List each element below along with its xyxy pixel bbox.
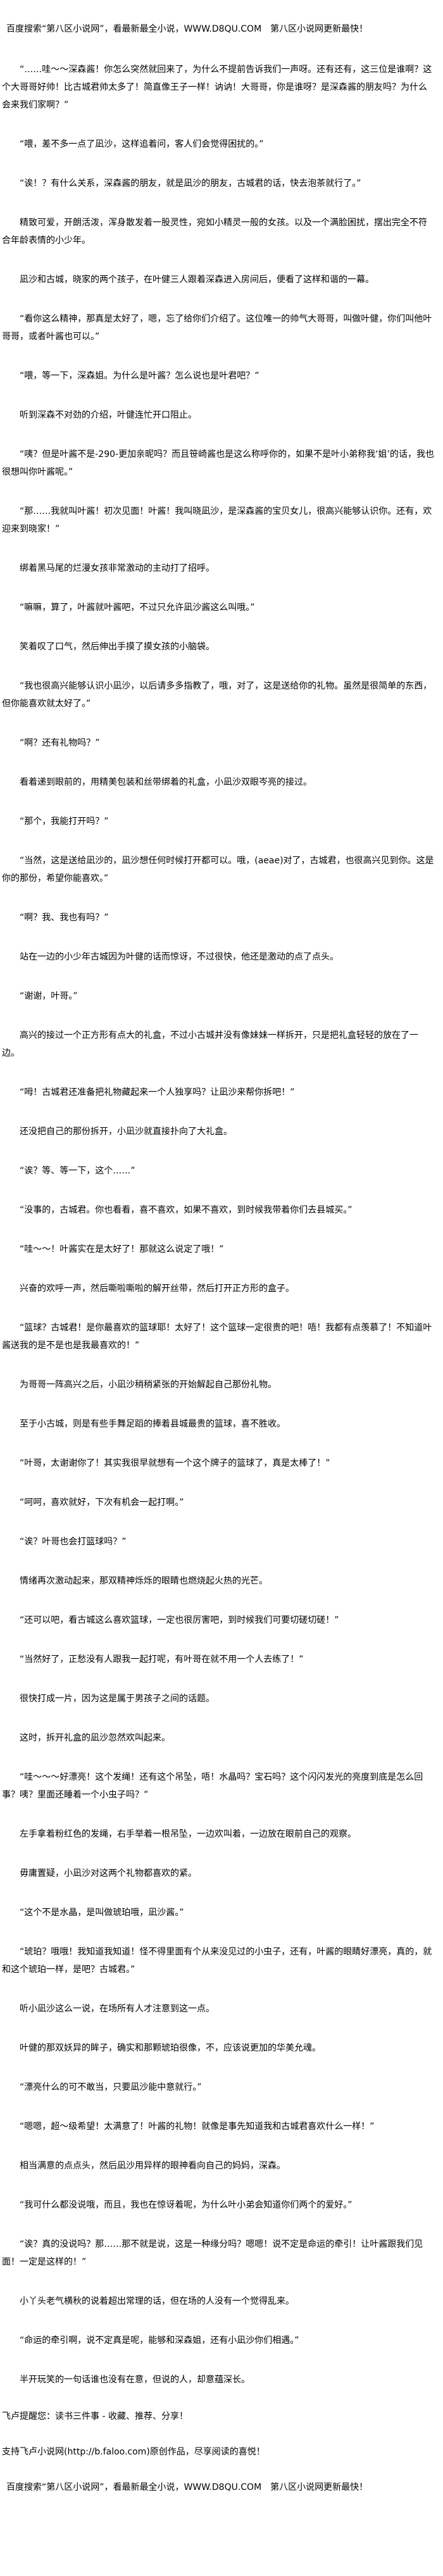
story-paragraph: “诶？等、等一下，这个……” [20, 1166, 135, 1176]
story-paragraph: “叶哥，太谢谢你了！其实我很早就想有一个这个牌子的篮球了，真是太棒了！” [20, 1458, 330, 1468]
story-paragraph: 看着递到眼前的，用精美包装和丝带绑着的礼盒，小凪沙双眼岑亮的接过。 [20, 777, 312, 787]
story-paragraph: “嗯嗯，超～级希望！太满意了！叶酱的礼物！就像是事先知道我和古城君喜欢什么一样！… [20, 2122, 375, 2132]
story-paragraph: “……哇～～深森酱！你怎么突然就回来了，为什么不提前告诉我们一声呀。还有还有，这… [2, 65, 432, 110]
chapter-content: “……哇～～深森酱！你怎么突然就回来了，为什么不提前告诉我们一声呀。还有还有，这… [0, 61, 443, 2389]
story-paragraph: 很快打成一片，因为这是属于男孩子之间的话题。 [20, 1694, 215, 1704]
story-paragraph: “嘛嘛，算了，叶酱就叶酱吧，不过只允许凪沙酱这么叫哦。” [20, 603, 255, 613]
story-paragraph: 听到深森不对劲的介绍，叶健连忙开口阻止。 [20, 410, 197, 420]
site-banner-top: 百度搜索“第八区小说网”，看最新最全小说，WWW.D8QU.COM 第八区小说网… [0, 0, 443, 61]
story-paragraph: “我可什么都没说哦，而且，我也在惊讶着呢，为什么叶小弟会知道你们两个的爱好。” [20, 2200, 353, 2210]
story-paragraph: “呣！古城君还准备把礼物藏起来一个人独享吗？让凪沙来帮你拆吧！” [20, 1087, 295, 1097]
reminder-text: 飞卢提醒您：读书三件事 - 收藏、推荐、分享！ [2, 2411, 188, 2422]
story-paragraph: “琥珀？哦哦！我知道我知道！怪不得里面有个从来没见过的小虫子，还有，叶酱的眼睛好… [2, 1947, 432, 1975]
story-paragraph: “这个不是水晶，是叫做琥珀哦，凪沙酱。” [20, 1908, 184, 1918]
story-paragraph: 听小凪沙这么一说，在场所有人才注意到这一点。 [20, 2004, 215, 2014]
story-paragraph: 小丫头老气横秋的说着超出常理的话，但在场的人没有一个觉得乱来。 [20, 2296, 294, 2306]
story-paragraph: “诶？叶哥也会打篮球吗？” [20, 1537, 127, 1547]
story-paragraph: 左手拿着粉红色的发绳，右手举着一根吊坠，一边欢叫着，一边放在眼前自己的观察。 [20, 1829, 356, 1839]
site-banner-bottom: 百度搜索“第八区小说网”，看最新最全小说，WWW.D8QU.COM 第八区小说网… [0, 2481, 443, 2513]
story-paragraph: 毋庸置疑，小凪沙对这两个礼物都喜欢的紧。 [20, 1868, 197, 1879]
story-paragraph: 相当满意的点点头，然后凪沙用异样的眼神看向自己的妈妈，深森。 [20, 2161, 285, 2171]
story-paragraph: “篮球？古城君！是你最喜欢的篮球耶！太好了！这个篮球一定很贵的吧！唔！我都有点羡… [2, 1323, 432, 1351]
story-paragraph: “还可以吧，看古城这么喜欢篮球，一定也很厉害吧，到时候我们可要切磋切磋！” [20, 1615, 339, 1625]
story-paragraph: 兴奋的欢呼一声，然后嘶啦嘶啦的解开丝带，然后打开正方形的盒子。 [20, 1284, 294, 1294]
story-paragraph: “啊？还有礼物吗？” [20, 738, 100, 748]
story-paragraph: “漂亮什么的可不敢当，只要凪沙能中意就行。” [20, 2082, 202, 2092]
story-paragraph: 至于小古城，则是有些手舞足蹈的捧着县城最贵的篮球，喜不胜收。 [20, 1419, 285, 1429]
chapter-footer: 飞卢提醒您：读书三件事 - 收藏、推荐、分享！ 支持飞卢小说网(http://b… [0, 2410, 443, 2458]
story-paragraph: “看你这么精神，那真是太好了，嗯，忘了给你们介绍了。这位唯一的帅气大哥哥，叫做叶… [2, 314, 432, 342]
banner-text: 百度搜索“第八区小说网”，看最新最全小说，WWW.D8QU.COM 第八区小说网… [6, 2482, 368, 2492]
story-paragraph: “喂，差不多一点了凪沙，这样追着问，客人们会觉得困扰的。” [20, 139, 264, 149]
story-paragraph: “诶？真的没说吗？那……那不就是说，这是一种缘分吗？嗯嗯！说不定是命运的牵引！让… [2, 2239, 423, 2267]
story-paragraph: 叶健的那双妖异的眸子，确实和那颗琥珀很像，不，应该说更加的华美允魂。 [20, 2043, 321, 2053]
story-paragraph: “咦？但是叶酱不是-290-更加亲昵吗？而且笹崎酱也是这么称呼你的，如果不是叶小… [2, 449, 434, 477]
story-paragraph: 半开玩笑的一句话谁也没有在意，但说的人，却意蕴深长。 [20, 2375, 250, 2385]
story-paragraph: 为哥哥一阵高兴之后，小凪沙稍稍紧张的开始解起自己那份礼物。 [20, 1380, 277, 1390]
story-paragraph: “那……我就叫叶酱！初次见面！叶酱！我叫晓凪沙，是深森酱的宝贝女儿，很高兴能够认… [2, 506, 432, 534]
support-link-text[interactable]: 支持飞卢小说网(http://b.faloo.com)原创作品，尽享阅读的喜悦！ [2, 2447, 265, 2457]
story-paragraph: “喂，等一下，深森姐。为什么是叶酱？怎么说也是叶君吧？” [20, 371, 259, 381]
story-paragraph: 还没把自己的那份拆开，小凪沙就直接扑向了大礼盒。 [20, 1127, 232, 1137]
story-paragraph: “当然，这是送给凪沙的，凪沙想任何时候打开都可以。哦，(aeae)对了，古城君，… [2, 856, 434, 884]
story-paragraph: 凪沙和古城，晓家的两个孩子，在叶健三人跟着深森进入房间后，便看了这样和谐的一幕。 [20, 275, 374, 285]
story-paragraph: “哇～～！叶酱实在是太好了！那就这么说定了哦！” [20, 1244, 224, 1254]
story-paragraph: 笑着叹了口气，然后伸出手摸了摸女孩的小脑袋。 [20, 642, 215, 652]
story-paragraph: “我也很高兴能够认识小凪沙，以后请多多指教了，哦，对了，这是送给你的礼物。虽然是… [2, 681, 432, 709]
story-paragraph: “没事的，古城君。你也看看，喜不喜欢，如果不喜欢，到时候我带着你们去县城买。” [20, 1205, 353, 1215]
story-paragraph: 情绪再次激动起来，那双精神烁烁的眼睛也燃烧起火热的光芒。 [20, 1576, 268, 1586]
story-paragraph: “那个，我能打开吗？” [20, 816, 109, 827]
story-paragraph: “诶！？有什么关系，深森酱的朋友，就是凪沙的朋友，古城君的话，快去泡茶就行了。” [20, 178, 361, 189]
banner-text: 百度搜索“第八区小说网”，看最新最全小说，WWW.D8QU.COM 第八区小说网… [6, 24, 368, 34]
story-paragraph: 精致可爱，开朗活泼，浑身散发着一股灵性，宛如小精灵一般的女孩。以及一个满脸困扰，… [2, 218, 427, 246]
story-paragraph: 高兴的接过一个正方形有点大的礼盒，不过小古城并没有像妹妹一样拆开，只是把礼盒轻轻… [2, 1030, 418, 1058]
story-paragraph: “当然好了，正愁没有人跟我一起打呢，有叶哥在就不用一个人去练了！” [20, 1654, 304, 1665]
story-paragraph: 绑着黑马尾的烂漫女孩非常激动的主动打了招呼。 [20, 563, 215, 573]
story-paragraph: “哇～～～好漂亮！这个发绳！还有这个吊坠，唔！水晶吗？宝石吗？这个闪闪发光的亮度… [2, 1772, 423, 1800]
story-paragraph: “谢谢，叶哥。” [20, 991, 78, 1001]
story-paragraph: “命运的牵引啊，说不定真是呢，能够和深森姐，还有小凪沙你们相遇。” [20, 2335, 299, 2346]
story-paragraph: “呵呵，喜欢就好，下次有机会一起打啊。” [20, 1497, 184, 1508]
story-paragraph: 站在一边的小少年古城因为叶健的话而惊讶，不过很快，他还是激动的点了点头。 [20, 952, 339, 962]
story-paragraph: 这时，拆开礼盒的凪沙忽然欢叫起来。 [20, 1733, 170, 1743]
story-paragraph: “啊？我、我也有吗？” [20, 913, 109, 923]
